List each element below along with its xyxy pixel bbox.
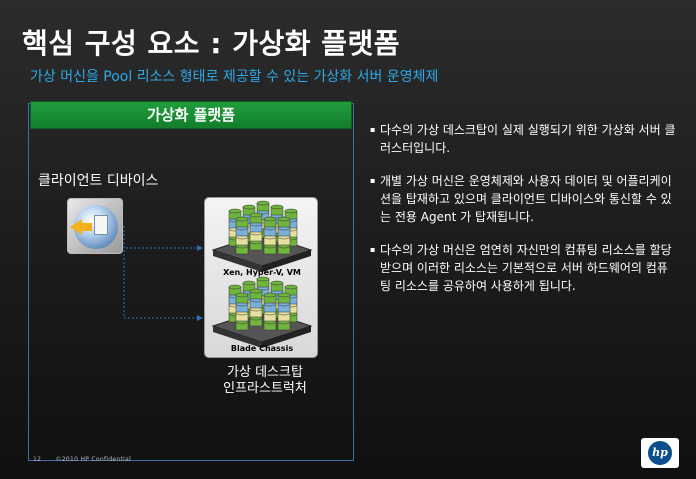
bullet-item: 다수의 가상 데스크탑이 실제 실행되기 위한 가상화 서버 클러스터입니다. bbox=[370, 121, 676, 157]
server-rack-icon: Xen, Hyper-V, VM Blade Chassis bbox=[204, 197, 318, 358]
footer-page-number: 12 bbox=[33, 456, 42, 463]
rack-bottom-label: Blade Chassis bbox=[230, 344, 294, 353]
slide-title: 핵심 구성 요소 : 가상화 플랫폼 bbox=[22, 27, 401, 60]
bullet-item: 개별 가상 머신은 운영체제와 사용자 데이터 및 어플리케이션을 탑재하고 있… bbox=[370, 172, 676, 226]
vd-label-line2: 인프라스트럭처 bbox=[223, 381, 307, 396]
hp-logo-mark: hp bbox=[648, 441, 672, 465]
footer-confidential: ©2010 HP Confidential bbox=[55, 456, 132, 463]
client-device-icon bbox=[67, 198, 123, 254]
server-rack-graphic bbox=[211, 200, 313, 348]
virtual-desktop-label: 가상 데스크탑 인프라스트럭처 bbox=[190, 365, 340, 397]
bullet-list: 다수의 가상 데스크탑이 실제 실행되기 위한 가상화 서버 클러스터입니다. … bbox=[370, 121, 676, 310]
slide-subtitle: 가상 머신을 Pool 리소스 형태로 제공할 수 있는 가상화 서버 운영체제 bbox=[30, 69, 439, 85]
rack-top-label: Xen, Hyper-V, VM bbox=[223, 268, 301, 277]
bullet-item: 다수의 가상 머신은 엄연히 자신만의 컴퓨팅 리소스를 할당 받으며 이러한 … bbox=[370, 241, 676, 295]
client-device-label: 클라이언트 디바이스 bbox=[38, 173, 159, 189]
hp-logo: hp bbox=[641, 438, 679, 468]
vd-label-line1: 가상 데스크탑 bbox=[227, 365, 303, 380]
platform-header: 가상화 플랫폼 bbox=[30, 101, 352, 129]
footer: 12 ©2010 HP Confidential bbox=[33, 456, 143, 463]
